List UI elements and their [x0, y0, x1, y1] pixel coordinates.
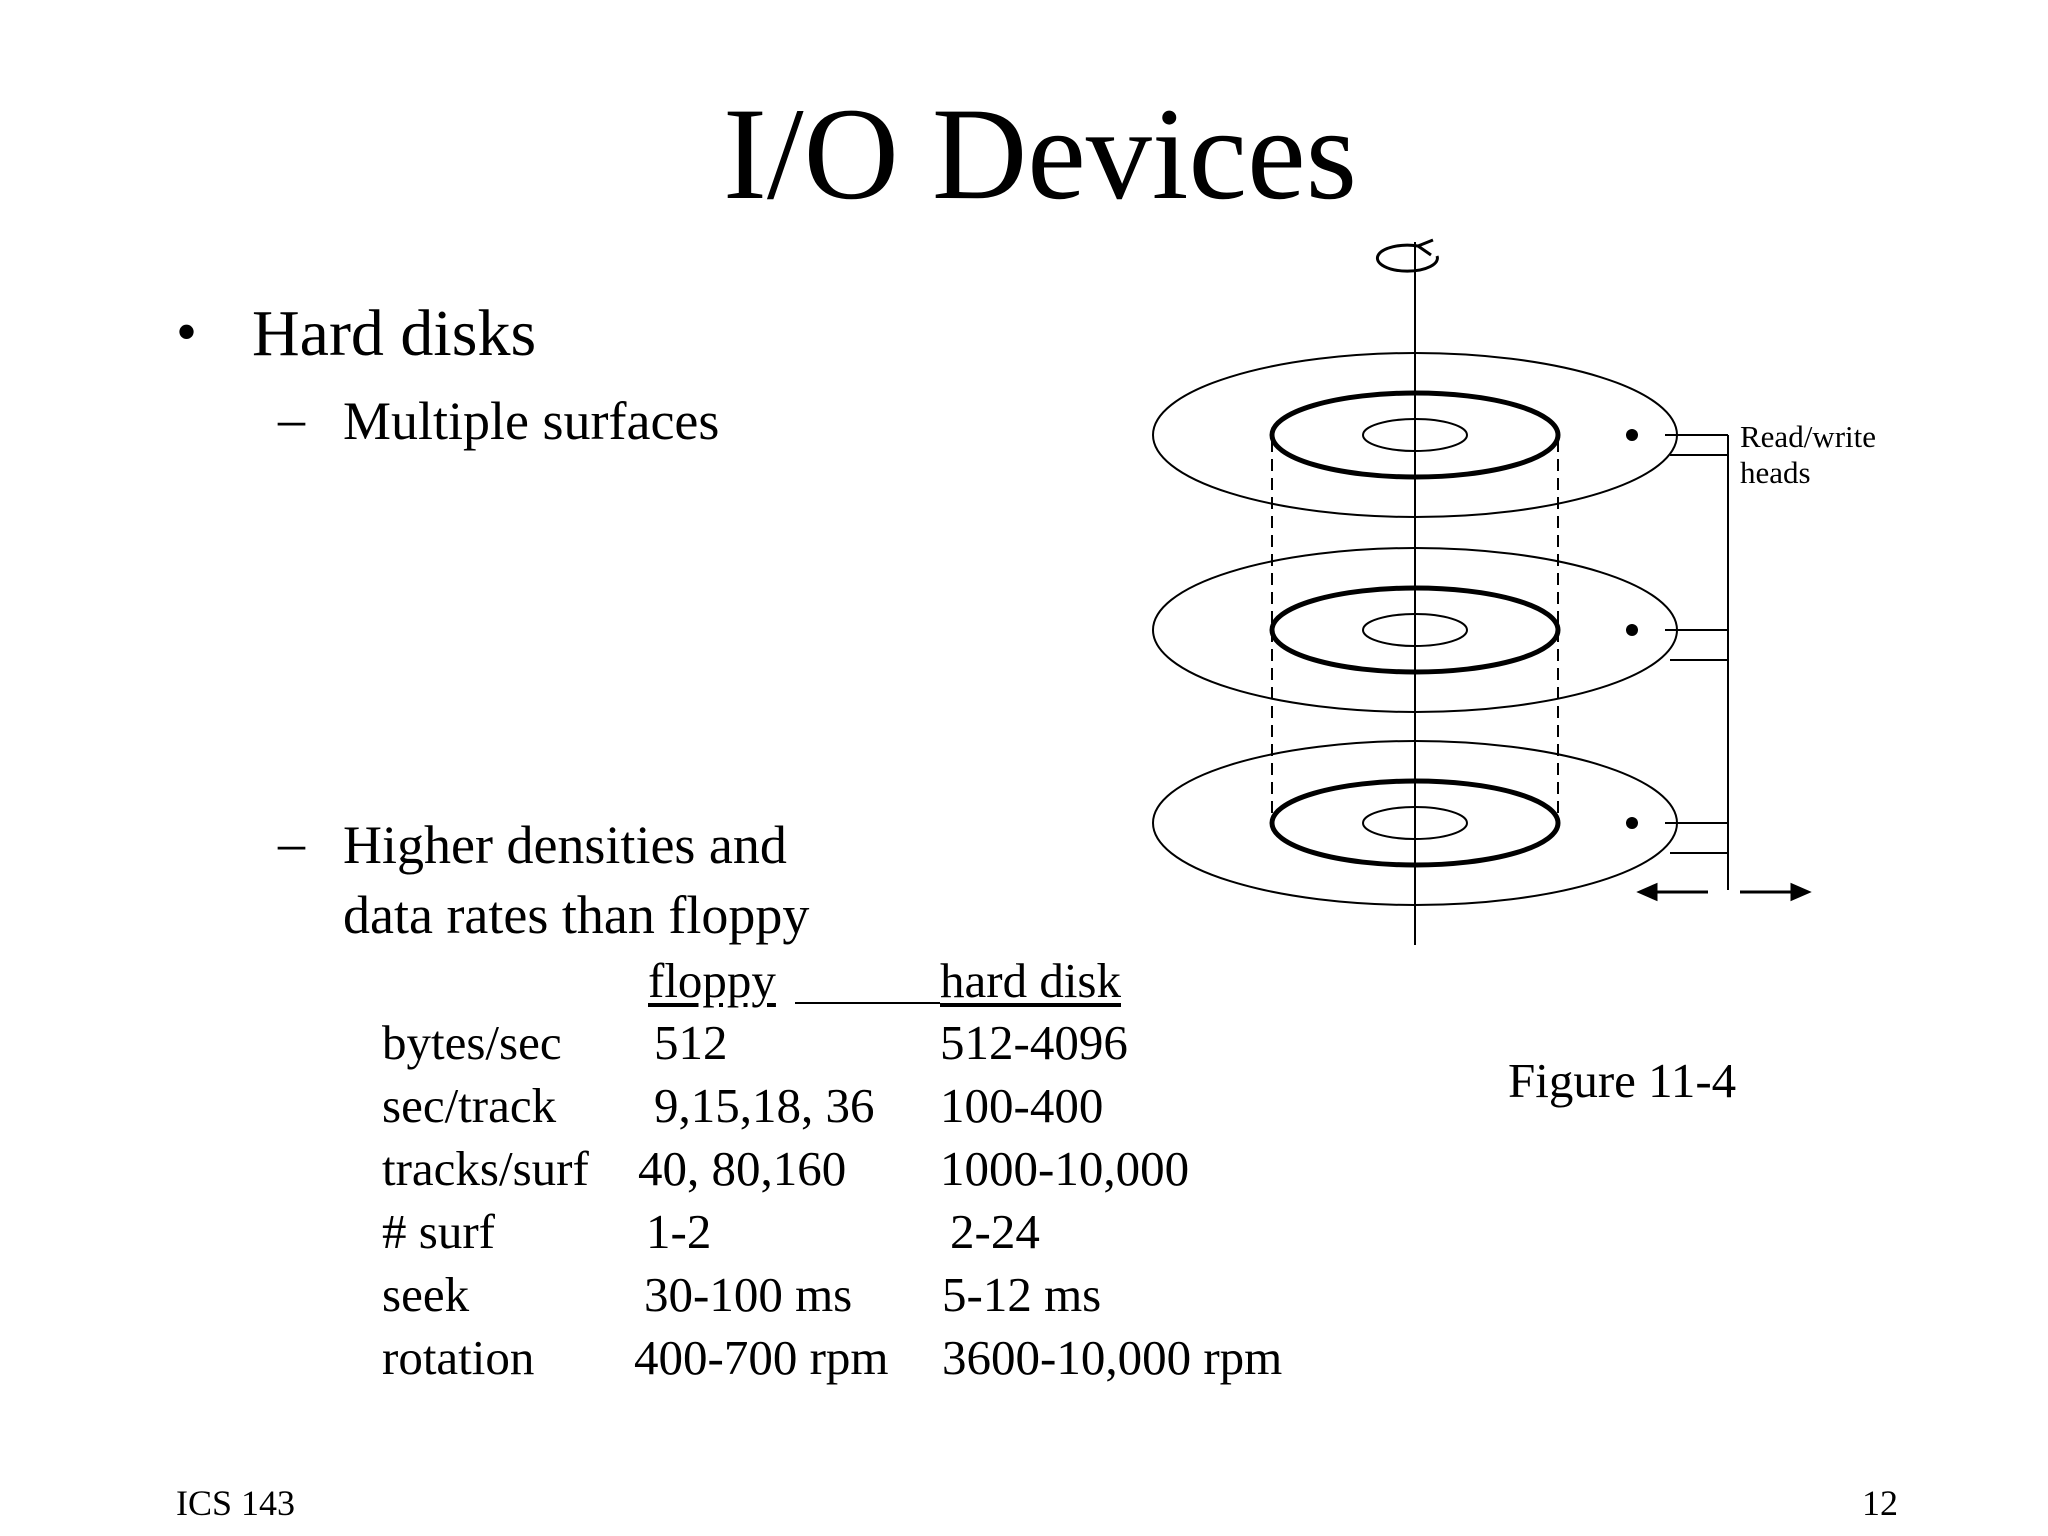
cell-hard-num-surf: 2-24: [950, 1204, 1040, 1259]
figure-caption: Figure 11-4: [1508, 1053, 1737, 1108]
table-header-floppy: floppy: [648, 953, 776, 1008]
disk-platter-diagram: Read/write heads: [1152, 238, 1876, 945]
cell-floppy-rotation: 400-700 rpm: [634, 1330, 889, 1385]
read-write-head-3: [1626, 817, 1638, 829]
cell-hard-rotation: 3600-10,000 rpm: [942, 1330, 1283, 1385]
slide-title: I/O Devices: [722, 80, 1358, 227]
row-label-rotation: rotation: [382, 1330, 535, 1385]
sub-bullet-multiple-surfaces: Multiple surfaces: [343, 391, 720, 451]
cell-hard-tracks-surf: 1000-10,000: [940, 1141, 1190, 1196]
dash-marker-2: –: [278, 813, 305, 873]
header-underline-spacer: [795, 1002, 940, 1004]
heads-label-line1: Read/write: [1740, 419, 1876, 454]
sub-bullet-densities-line1: Higher densities and: [343, 815, 787, 875]
footer-course: ICS 143: [176, 1483, 296, 1523]
row-label-tracks-surf: tracks/surf: [382, 1141, 589, 1196]
bullet-marker: •: [176, 299, 198, 365]
platter-middle: [1152, 547, 1678, 713]
cell-floppy-sec-track: 9,15,18, 36: [654, 1078, 875, 1133]
cell-floppy-num-surf: 1-2: [646, 1204, 712, 1259]
cell-floppy-seek: 30-100 ms: [644, 1267, 853, 1322]
sub-bullet-densities-line2: data rates than floppy: [343, 885, 810, 945]
head-arm-assembly: [1665, 434, 1729, 890]
row-label-seek: seek: [382, 1267, 470, 1322]
rotation-arrow-icon: [1375, 243, 1439, 273]
cell-hard-sec-track: 100-400: [940, 1078, 1104, 1133]
table-header-hard-disk: hard disk: [940, 953, 1121, 1008]
footer-page-number: 12: [1862, 1483, 1898, 1523]
seek-direction-arrows: [1636, 882, 1812, 902]
bullet-hard-disks: Hard disks: [252, 297, 537, 370]
dash-marker-1: –: [278, 389, 305, 449]
cell-hard-seek: 5-12 ms: [942, 1267, 1102, 1322]
row-label-num-surf: # surf: [382, 1204, 495, 1259]
read-write-head-1: [1626, 429, 1638, 441]
cell-hard-bytes-sec: 512-4096: [940, 1015, 1128, 1070]
heads-label-line2: heads: [1740, 455, 1811, 490]
row-label-bytes-sec: bytes/sec: [382, 1015, 562, 1070]
cell-floppy-bytes-sec: 512: [654, 1015, 728, 1070]
read-write-head-2: [1626, 624, 1638, 636]
cell-floppy-tracks-surf: 40, 80,160: [638, 1141, 847, 1196]
row-label-sec-track: sec/track: [382, 1078, 557, 1133]
